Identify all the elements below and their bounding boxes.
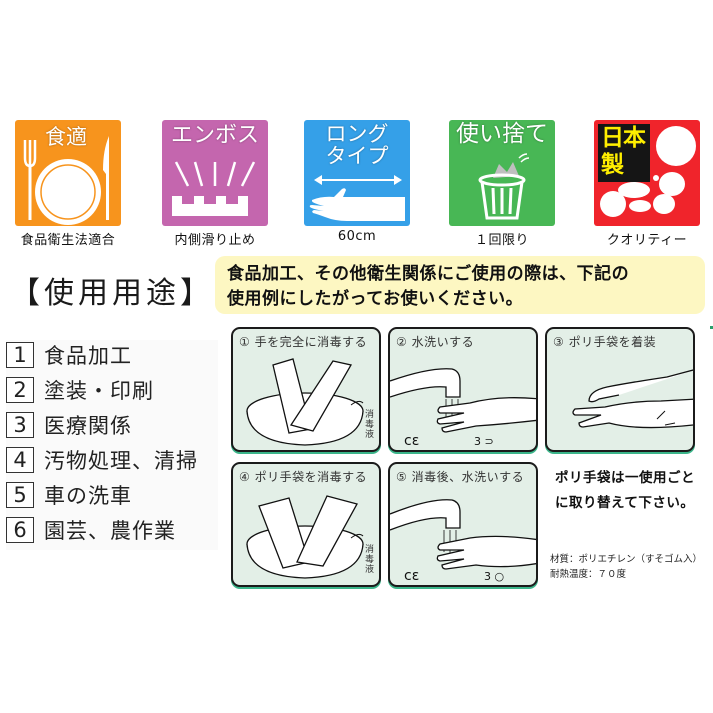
trash-can-icon: 使い捨て [449, 120, 555, 226]
step-title: ⑤ 消毒後、水洗いする [396, 470, 525, 484]
list-item: 1 食品加工 [6, 340, 132, 370]
notice-line-1: 食品加工、その他衛生関係にご使用の際は、下記の [227, 264, 630, 284]
badge-title: ロングタイプ [325, 122, 389, 169]
step-title: ③ ポリ手袋を着装 [553, 335, 657, 349]
item-number: 3 [6, 412, 34, 438]
svg-text:3 ⊃: 3 ⊃ [474, 435, 494, 448]
step-title: ② 水洗いする [396, 335, 475, 349]
feature-caption: 内側滑り止め [174, 233, 256, 248]
badge-title: 使い捨て [456, 121, 548, 147]
step-panel-3: ③ ポリ手袋を着装 [545, 327, 695, 452]
feature-caption: 食品衛生法適合 [20, 233, 116, 248]
list-item: 5 車の洗車 [6, 480, 132, 510]
decorative-dot [710, 326, 713, 329]
svg-text:cε: cε [404, 433, 419, 449]
faucet-rinse-icon: cε 3 ○ [390, 499, 536, 584]
spec-heat-resistance: 耐熱温度：７０度 [550, 569, 627, 580]
item-number: 4 [6, 447, 34, 473]
item-number: 6 [6, 517, 34, 543]
item-label: 塗装・印刷 [44, 379, 154, 403]
emboss-grip-icon: エンボス [162, 120, 268, 226]
feature-caption: クオリティー [606, 233, 688, 248]
list-item: 4 汚物処理、清掃 [6, 445, 198, 475]
item-label: 医療関係 [44, 414, 132, 438]
usage-list: 1 食品加工 2 塗装・印刷 3 医療関係 4 汚物処理、清掃 5 車の洗車 6… [6, 340, 218, 550]
badge-title: 食適 [45, 125, 87, 149]
usage-notice: 食品加工、その他衛生関係にご使用の際は、下記の 使用例にしたがってお使いください… [215, 256, 705, 314]
gloved-hands-icon [572, 369, 693, 429]
item-number: 1 [6, 342, 34, 368]
hands-in-basin-icon [246, 358, 364, 446]
item-label: 車の洗車 [44, 484, 132, 508]
notice-line-2: 使用例にしたがってお使いください。 [227, 289, 524, 309]
feature-caption: 60cm [337, 229, 377, 244]
step-panel-1: ① 手を完全に消毒する 消毒液 [231, 327, 381, 452]
item-number: 5 [6, 482, 34, 508]
japan-map-icon: 日本 製 [594, 120, 700, 226]
feature-long-type: ロングタイプ 60cm [297, 120, 417, 244]
item-label: 園芸、農作業 [44, 519, 176, 543]
feature-food-safe: 食適 食品衛生法適合 [8, 120, 128, 248]
spec-material: 材質：ポリエチレン（すそゴム入） [550, 554, 703, 565]
item-number: 2 [6, 377, 34, 403]
replace-note-line-2: に取り替えて下さい。 [555, 495, 695, 511]
made-in-japan-label: 日本 製 [598, 124, 650, 182]
badge-title: エンボス [170, 123, 259, 148]
usage-heading: 【使用用途】 [10, 276, 214, 311]
disinfectant-label: 消毒液 [363, 409, 373, 439]
step-panel-5: cε 3 ○ ⑤ 消毒後、水洗いする [388, 462, 538, 587]
item-label: 汚物処理、清掃 [44, 449, 198, 473]
feature-emboss: エンボス 内側滑り止め [155, 120, 275, 248]
list-item: 2 塗装・印刷 [6, 375, 154, 405]
step-title: ④ ポリ手袋を消毒する [239, 470, 368, 484]
svg-text:3 ○: 3 ○ [484, 570, 504, 583]
list-item: 3 医療関係 [6, 410, 132, 440]
replace-note-line-1: ポリ手袋は一使用ごと [555, 470, 695, 486]
feature-made-in-japan: 日本 製 クオリティー [587, 120, 707, 248]
step-title: ① 手を完全に消毒する [239, 335, 368, 349]
plate-fork-knife-icon: 食適 [15, 120, 121, 226]
list-item: 6 園芸、農作業 [6, 515, 176, 545]
svg-text:cε: cε [404, 568, 419, 584]
disinfectant-label: 消毒液 [363, 544, 373, 574]
item-label: 食品加工 [44, 344, 132, 368]
step-panel-2: cε 3 ⊃ ② 水洗いする [388, 327, 538, 452]
step-panel-4: ④ ポリ手袋を消毒する 消毒液 [231, 462, 381, 587]
feature-caption: １回限り [474, 233, 529, 248]
product-spec: 材質：ポリエチレン（すそゴム入） 耐熱温度：７０度 [550, 552, 702, 582]
gloves-in-basin-icon [246, 495, 364, 579]
long-glove-arrow-icon: ロングタイプ [304, 120, 410, 226]
feature-disposable: 使い捨て １回限り [442, 120, 562, 248]
replace-note: ポリ手袋は一使用ごと に取り替えて下さい。 [555, 466, 695, 516]
faucet-wash-icon: cε 3 ⊃ [390, 368, 536, 449]
